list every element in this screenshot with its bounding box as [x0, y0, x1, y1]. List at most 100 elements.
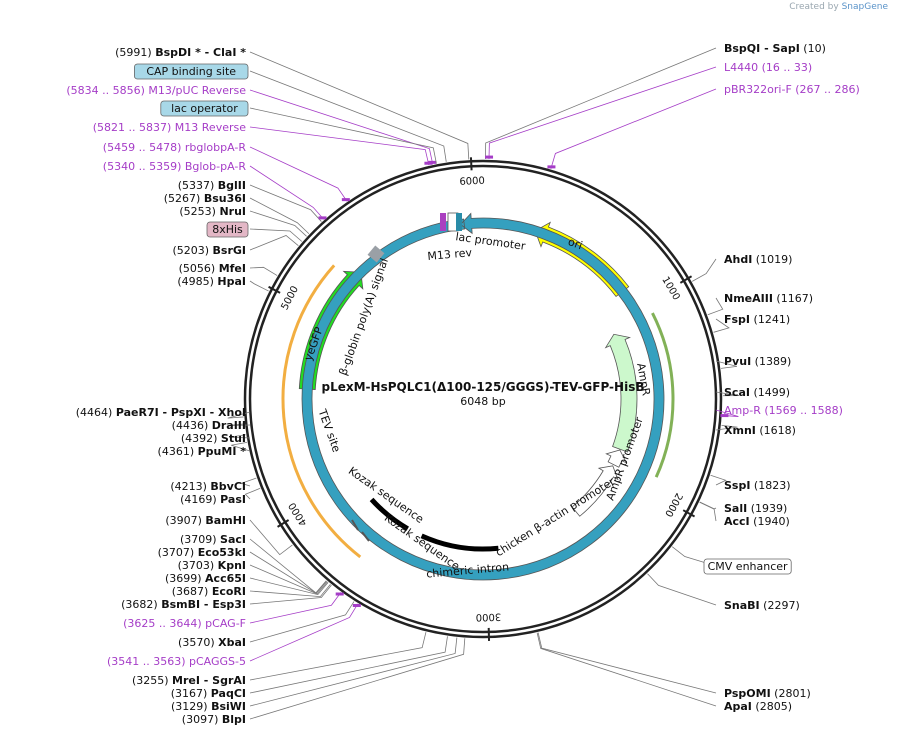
- site-name: BbvCI: [210, 480, 246, 493]
- site-name: ApaI: [724, 700, 752, 713]
- box-8xhis: 8xHis: [212, 223, 243, 236]
- site-bspqi-sapi-leader: [485, 47, 717, 160]
- site-pvui-leader: [715, 360, 738, 369]
- site-coord: (5253): [179, 205, 219, 218]
- site-coord: (5991): [115, 46, 155, 59]
- site-coord: (3699): [165, 572, 205, 585]
- lac-promoter-marker: [456, 213, 462, 231]
- site-name: AccI: [724, 515, 750, 528]
- backbone: [243, 159, 723, 639]
- site-name: XmnI: [724, 424, 756, 437]
- site-stui: (4392) StuI: [181, 432, 246, 445]
- chimeric-intron-bar: [420, 533, 499, 552]
- site-coord: (1389): [751, 355, 791, 368]
- backbone-outer-ring: [243, 159, 723, 639]
- site-bbvci-leader: [239, 477, 257, 487]
- box-cap-binding-site: CAP binding site: [146, 65, 236, 78]
- site-name: KpnI: [218, 559, 246, 572]
- primer-amp-r-mark: [720, 414, 729, 418]
- site-name: SspI: [724, 479, 750, 492]
- box-lac-operator-leader: [249, 107, 437, 164]
- site-acc65i: (3699) Acc65I: [165, 572, 246, 585]
- primer-pcag-f: (3625 .. 3644) pCAG-F: [123, 617, 246, 630]
- primer-l4440: L4440 (16 .. 33): [724, 61, 812, 74]
- site-fspi: FspI (1241): [724, 313, 790, 326]
- backbone-inner-ring: [248, 164, 718, 634]
- site-acci: AccI (1940): [724, 515, 790, 528]
- site-coord: (4169): [180, 493, 220, 506]
- tick-label-5000: 5000: [280, 284, 302, 312]
- site-name: Acc65I: [205, 572, 246, 585]
- site-name: PaqCI: [211, 687, 246, 700]
- site-ecori-leader: [249, 584, 331, 598]
- site-acci-leader: [699, 501, 717, 522]
- primer-pcaggs-5: (3541 .. 3563) pCAGGS-5: [107, 655, 246, 668]
- site-coord: (5267): [164, 192, 204, 205]
- site-coord: (1940): [750, 515, 790, 528]
- site-coord: (3255): [132, 674, 172, 687]
- site-sspi: SspI (1823): [724, 479, 791, 492]
- primer-l4440-leader: [488, 66, 717, 160]
- site-ahdi-leader: [692, 258, 717, 282]
- site-name: ScaI: [724, 386, 750, 399]
- site-fspi-leader: [713, 318, 730, 333]
- site-bamhi: (3907) BamHI: [165, 514, 246, 527]
- primer-m13-reverse: (5821 .. 5837) M13 Reverse: [93, 121, 246, 134]
- site-bsmbi-esp3i-leader: [249, 584, 332, 605]
- site-bspqi-sapi: BspQI - SapI (10): [724, 42, 826, 55]
- site-coord: (3570): [178, 636, 218, 649]
- site-name: PaeR7I - PspXI - XhoI: [116, 406, 246, 419]
- site-coord: (3703): [178, 559, 218, 572]
- site-coord: (1499): [750, 386, 790, 399]
- site-name: BglII: [218, 179, 246, 192]
- site-name: NruI: [219, 205, 246, 218]
- site-name: BspDI * - ClaI *: [155, 46, 246, 59]
- site-nmeaiii: NmeAIII (1167): [724, 292, 813, 305]
- inner-label-m13-rev-1: M13 rev: [427, 246, 473, 263]
- site-coord: (3682): [121, 598, 161, 611]
- site-mfei: (5056) MfeI: [179, 262, 246, 275]
- site-name: BsiWI: [211, 700, 246, 713]
- site-bsiwi-leader: [249, 637, 458, 707]
- primer-bglob-pa-r: (5340 .. 5359) Bglob-pA-R: [103, 160, 247, 173]
- site-coord: (1241): [750, 313, 790, 326]
- site-name: FspI: [724, 313, 750, 326]
- primer-pbr322ori-f-leader: [550, 88, 717, 169]
- primer-m13-puc-reverse: (5834 .. 5856) M13/pUC Reverse: [66, 84, 246, 97]
- inner-label-ori-2: ori: [566, 235, 584, 252]
- site-eco53ki: (3707) Eco53kI: [158, 546, 246, 559]
- site-coord: (3167): [171, 687, 211, 700]
- site-sali: SalI (1939): [724, 502, 787, 515]
- site-pasi-leader: [244, 487, 261, 500]
- site-snabi-leader: [647, 573, 717, 606]
- box-cmv-enhancer: CMV enhancer: [708, 560, 788, 573]
- site-sspi-leader: [710, 474, 727, 486]
- tick-label-3000: 3000: [476, 611, 502, 623]
- site-name: MfeI: [219, 262, 246, 275]
- site-hpai: (4985) HpaI: [177, 275, 246, 288]
- site-ahdi: AhdI (1019): [724, 253, 792, 266]
- snapgene-credit: Created by SnapGene: [789, 2, 888, 12]
- site-blpi: (3097) BlpI: [182, 713, 246, 726]
- site-scai: ScaI (1499): [724, 386, 790, 399]
- site-coord: (3129): [171, 700, 211, 713]
- tick-5000: [268, 285, 281, 294]
- site-coord: (1618): [756, 424, 796, 437]
- site-name: BlpI: [222, 713, 246, 726]
- site-name: EcoRI: [212, 585, 246, 598]
- site-coord: (3097): [182, 713, 222, 726]
- site-draiii-leader: [228, 423, 251, 426]
- site-coord: (1167): [773, 292, 813, 305]
- site-coord: (10): [800, 42, 826, 55]
- site-pasi: (4169) PasI: [180, 493, 246, 506]
- site-name: SnaBI: [724, 599, 760, 612]
- site-bspdi-clai: (5991) BspDI * - ClaI *: [115, 46, 246, 59]
- feature-underlines: [281, 264, 675, 577]
- site-nmeaiii-leader: [707, 297, 724, 316]
- feature-ampr: [604, 333, 638, 453]
- leader-lines: [227, 47, 740, 720]
- site-scai-leader: [715, 391, 740, 397]
- primer-l4440-mark: [485, 155, 494, 159]
- site-name: HpaI: [217, 275, 246, 288]
